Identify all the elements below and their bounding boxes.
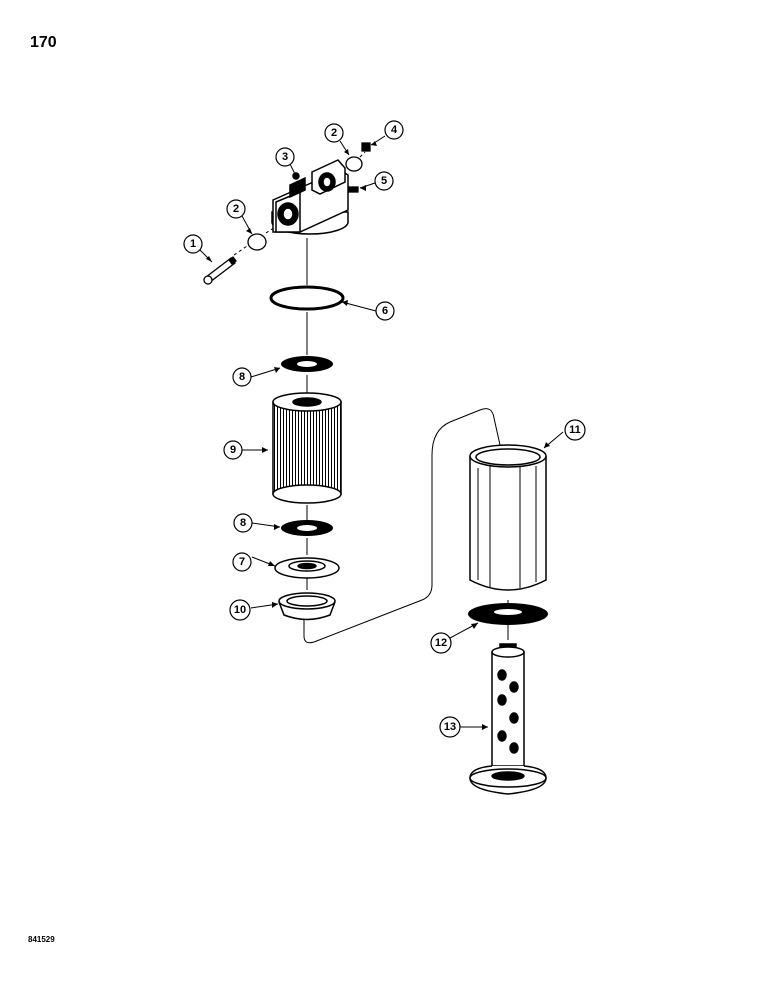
seal-upper-part bbox=[281, 356, 333, 372]
plug-part bbox=[247, 156, 363, 251]
o-ring-part bbox=[269, 285, 345, 311]
svg-text:4: 4 bbox=[391, 124, 398, 136]
seal-lower-part bbox=[281, 520, 333, 536]
fitting-part bbox=[361, 142, 371, 152]
svg-text:3: 3 bbox=[282, 151, 288, 163]
center-tube-part bbox=[469, 643, 547, 795]
callout-bubble-11: 11 bbox=[564, 419, 586, 441]
filter-element-part bbox=[272, 392, 342, 504]
svg-text:10: 10 bbox=[234, 604, 246, 616]
bowl-seal-part bbox=[278, 592, 336, 621]
callout-bubble-7: 7 bbox=[232, 552, 252, 572]
callout-bubble-12: 12 bbox=[430, 632, 452, 654]
filter-bowl-part bbox=[469, 444, 547, 591]
callout-bubble-1: 1 bbox=[183, 234, 203, 254]
spring-seat-part bbox=[274, 557, 340, 579]
capscrew-part bbox=[203, 256, 237, 285]
callout-bubble-13: 13 bbox=[439, 716, 461, 738]
callout-arrowheads bbox=[206, 141, 550, 730]
callout-bubble-8a: 8 bbox=[232, 367, 252, 387]
svg-text:8: 8 bbox=[240, 517, 246, 529]
callout-bubble-4: 4 bbox=[384, 120, 404, 140]
svg-text:6: 6 bbox=[382, 305, 388, 317]
svg-text:8: 8 bbox=[239, 371, 245, 383]
svg-text:5: 5 bbox=[381, 175, 387, 187]
svg-text:12: 12 bbox=[435, 637, 447, 649]
small-fitting-part bbox=[347, 186, 359, 193]
svg-text:1: 1 bbox=[190, 238, 196, 250]
drawing-code: 841529 bbox=[28, 935, 55, 944]
callout-bubble-2b: 2 bbox=[324, 123, 344, 143]
callout-bubble-10: 10 bbox=[229, 599, 251, 621]
callout-bubble-6: 6 bbox=[375, 301, 395, 321]
callout-bubble-3: 3 bbox=[275, 147, 295, 167]
svg-text:2: 2 bbox=[331, 127, 337, 139]
svg-text:11: 11 bbox=[569, 424, 581, 436]
callout-leaders bbox=[199, 135, 564, 728]
callout-bubble-9: 9 bbox=[223, 440, 243, 460]
callout-bubble-5: 5 bbox=[374, 171, 394, 191]
callout-bubble-8b: 8 bbox=[233, 513, 253, 533]
callout-bubble-2a: 2 bbox=[226, 199, 246, 219]
svg-text:13: 13 bbox=[444, 721, 456, 733]
svg-text:7: 7 bbox=[239, 556, 245, 568]
page-number: 170 bbox=[30, 34, 57, 51]
filter-head-part bbox=[271, 159, 349, 235]
svg-text:9: 9 bbox=[230, 444, 236, 456]
svg-text:2: 2 bbox=[233, 203, 239, 215]
alignment-lines bbox=[233, 151, 509, 644]
disc-part bbox=[468, 603, 548, 625]
